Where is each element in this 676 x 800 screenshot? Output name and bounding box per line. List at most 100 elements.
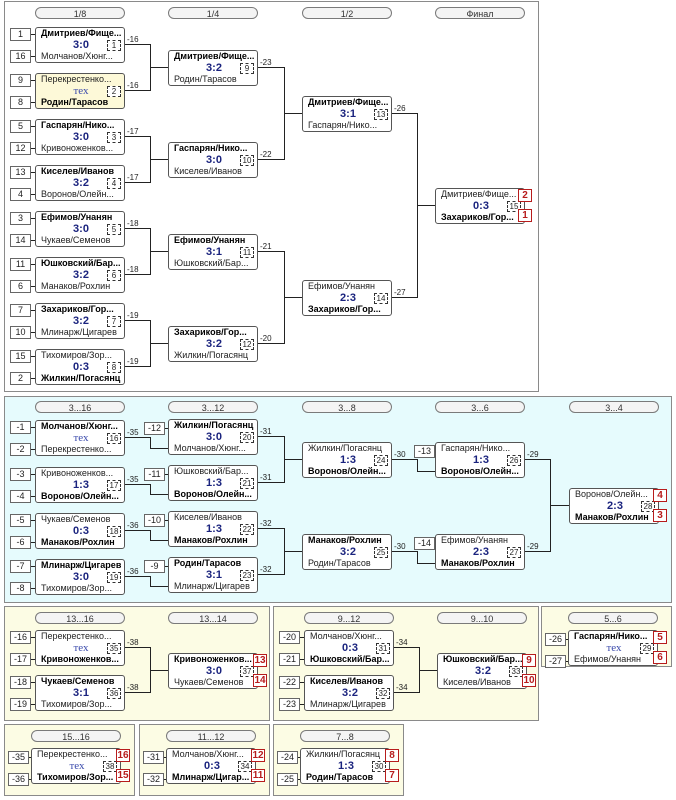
- connector-line: [165, 428, 168, 429]
- team-bottom: Тихомиров/Зор...: [37, 772, 114, 782]
- team-top: Молчанов/Хюнг...: [310, 631, 382, 641]
- seed-box: -31: [143, 751, 164, 764]
- seed-box: -5: [10, 514, 31, 527]
- team-top: Жилкин/Погасянц: [308, 443, 383, 453]
- connector-line: [31, 286, 35, 287]
- seed-box: -12: [144, 422, 165, 435]
- team-bottom: Манаков/Рохлин: [41, 281, 111, 291]
- match-number: 15: [507, 201, 521, 212]
- match-number: 12: [240, 339, 254, 350]
- connector-line: [417, 563, 435, 564]
- seed-box: -7: [10, 560, 31, 573]
- match-score: 1:3: [340, 454, 356, 466]
- seed-box: -2: [10, 443, 31, 456]
- seed-box: -18: [10, 676, 31, 689]
- seed-box: -24: [277, 751, 298, 764]
- connector-line: [31, 520, 35, 521]
- connector-line: [31, 637, 35, 638]
- connector-line: [164, 779, 166, 780]
- connector-line: [29, 779, 31, 780]
- connector-line: [164, 757, 166, 758]
- connector-line: [258, 528, 284, 529]
- match-number: 32: [376, 688, 390, 699]
- connector-line: [258, 436, 284, 437]
- loser-reference: -34: [396, 683, 408, 692]
- team-bottom: Родин/Тарасов: [174, 74, 237, 84]
- match-number: 37: [240, 666, 254, 677]
- connector-line: [31, 588, 35, 589]
- seed-box: 7: [10, 304, 31, 317]
- place-badge: 14: [253, 674, 267, 687]
- round-header: 9...12: [304, 612, 394, 624]
- connector-line: [31, 659, 35, 660]
- connector-line: [417, 205, 435, 206]
- team-bottom: Киселев/Иванов: [174, 166, 242, 176]
- loser-reference: -26: [394, 104, 406, 113]
- connector-line: [417, 459, 418, 472]
- match-number: 23: [240, 570, 254, 581]
- match-number: 9: [240, 63, 254, 74]
- match-score: 1:3: [73, 479, 89, 491]
- seed-box: -11: [144, 468, 165, 481]
- connector-line: [31, 542, 35, 543]
- seed-box: -21: [279, 653, 300, 666]
- round-header: Финал: [435, 7, 525, 19]
- round-header: 3...12: [168, 401, 258, 413]
- match-number: 16: [107, 433, 121, 444]
- connector-line: [125, 182, 150, 183]
- match-number: 38: [103, 761, 117, 772]
- team-top: Чукаев/Семенов: [41, 514, 111, 524]
- team-bottom: Манаков/Рохлин: [441, 558, 515, 568]
- match-number: 8: [107, 362, 121, 373]
- loser-reference: -27: [394, 288, 406, 297]
- match-score: 3:2: [73, 269, 89, 281]
- team-top: Дмитриев/Фище...: [441, 189, 517, 199]
- loser-reference: -36: [127, 521, 139, 530]
- connector-line: [417, 551, 418, 564]
- seed-box: 12: [10, 142, 31, 155]
- team-top: Захариков/Гор...: [41, 304, 114, 314]
- connector-line: [300, 659, 304, 660]
- round-header: 9...10: [437, 612, 527, 624]
- team-top: Гаспарян/Нико...: [41, 120, 115, 130]
- team-bottom: Жилкин/Погасянц: [41, 373, 121, 383]
